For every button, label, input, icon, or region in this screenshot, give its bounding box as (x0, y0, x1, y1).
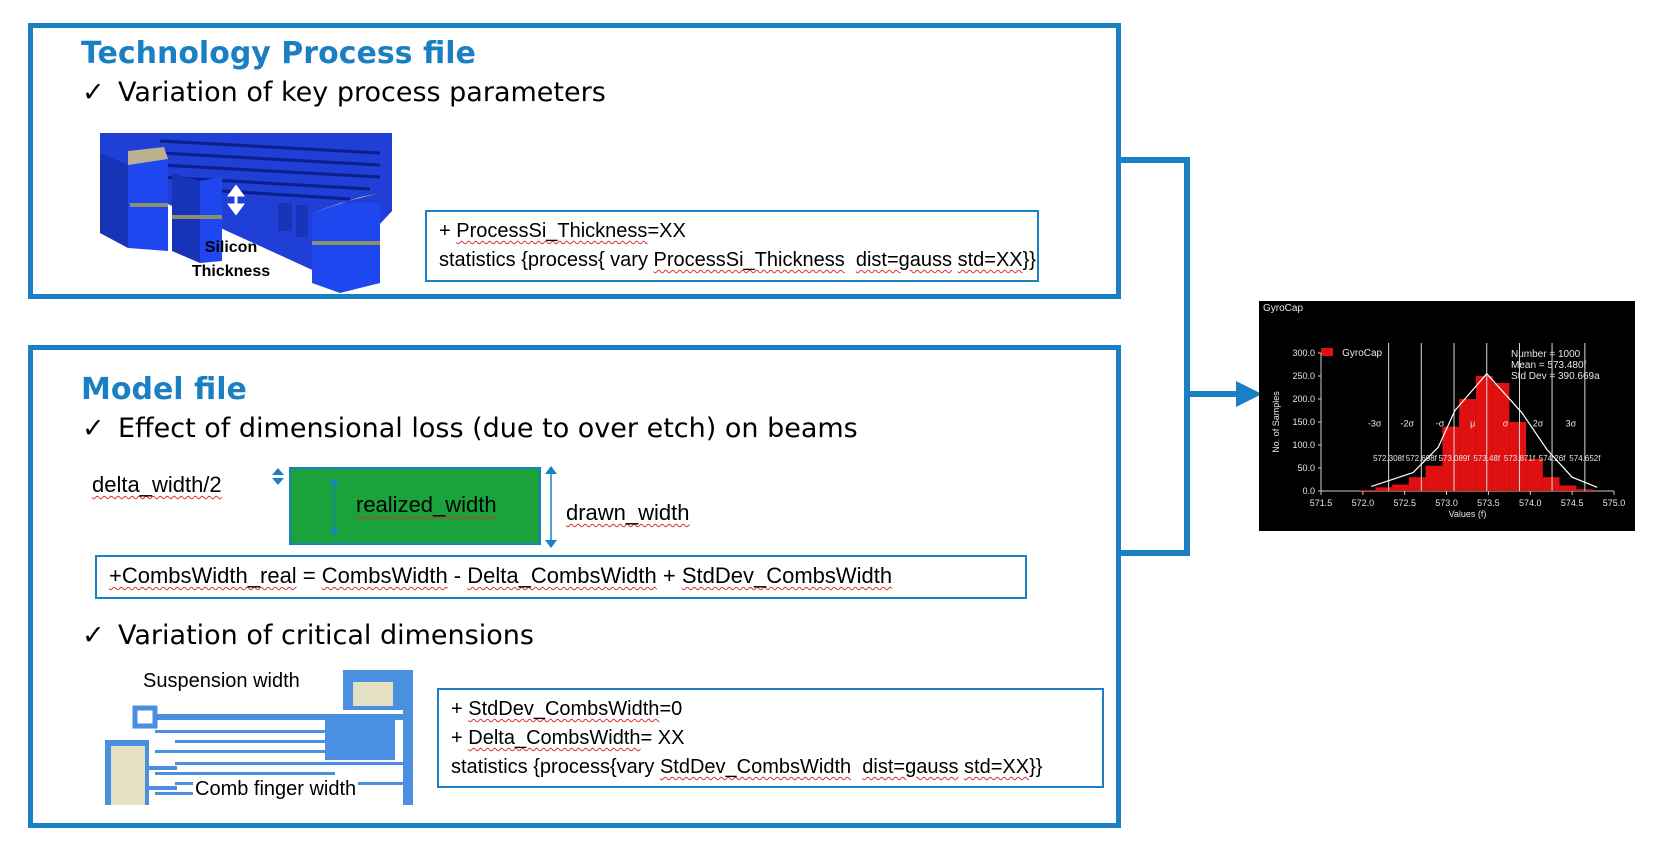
silicon-thickness-image (100, 133, 392, 293)
model-code-line1: + StdDev_CombsWidth=0 (451, 698, 683, 720)
stat-mean: Mean = 573.480f (1511, 360, 1587, 371)
process-param: ProcessSi_Thickness (456, 220, 648, 242)
sigma-value: 574.26f (1539, 454, 1566, 463)
histogram-bar (1475, 376, 1493, 491)
stat-stddev: Std Dev = 390.669a (1511, 371, 1600, 382)
histogram-bar (1358, 490, 1376, 491)
legend-swatch (1321, 347, 1333, 356)
sigma-label: -3σ (1368, 419, 1382, 429)
legend-label: GyroCap (1342, 348, 1383, 359)
y-tick-label: 150.0 (1292, 417, 1315, 427)
sigma-value: 572.698f (1406, 454, 1438, 463)
process-code-line1: + ProcessSi_Thickness=XX (439, 220, 686, 242)
x-tick-label: 574.0 (1519, 498, 1542, 508)
sigma-label: -σ (1436, 419, 1445, 429)
x-tick-label: 573.5 (1477, 498, 1500, 508)
histogram-bar (1559, 485, 1577, 491)
check-icon: ✓ (82, 413, 105, 444)
y-tick-label: 200.0 (1292, 394, 1315, 404)
realized-width-label: realized_width (356, 492, 497, 517)
gyrocap-histogram: GyroCap GyroCap Number = 1000 Mean = 573… (1259, 301, 1635, 531)
process-code-box: + ProcessSi_Thickness=XX statistics {pro… (425, 210, 1039, 282)
realized-width-arrow (329, 478, 339, 536)
histogram-bar (1459, 399, 1476, 491)
check-icon: ✓ (82, 77, 105, 108)
histogram-plot: 0.0 50.0 100.0 150.0 200.0 250.0 300.0 571.5 572… (1271, 343, 1626, 519)
process-bullet-text: Variation of key process parameters (118, 77, 606, 108)
sigma-label: 2σ (1533, 419, 1544, 429)
model-code-line3: statistics {process{vary StdDev_CombsWid… (451, 756, 1043, 778)
histogram-bar (1509, 422, 1527, 491)
histogram-bar (1542, 477, 1560, 491)
sigma-value: 572.308f (1373, 454, 1405, 463)
delta-width-label: delta_width/2 (92, 472, 222, 497)
realized-width-rect (289, 467, 541, 545)
histogram-bar (1442, 426, 1460, 491)
drawn-width-arrow (545, 466, 557, 548)
stat-number: Number = 1000 (1511, 349, 1581, 360)
fit-curve (1371, 372, 1598, 488)
delta-arrow (272, 468, 284, 485)
histogram-bar (1425, 465, 1443, 491)
sigma-value: 573.48f (1473, 454, 1500, 463)
formula-box: +CombsWidth_real = CombsWidth - Delta_Co… (95, 555, 1027, 599)
x-tick-label: 573.0 (1435, 498, 1458, 508)
histogram-bar (1392, 484, 1409, 491)
silicon-label-line2: Thickness (191, 263, 271, 280)
stats-box: Number = 1000 Mean = 573.480f Std Dev = … (1511, 349, 1600, 382)
y-tick-label: 100.0 (1292, 440, 1315, 450)
comb-finger-width-label: Comb finger width (193, 778, 359, 801)
model-bullet-2: ✓ Variation of critical dimensions (82, 620, 534, 651)
histogram-bar (1408, 477, 1426, 491)
drawn-width-label: drawn_width (566, 500, 690, 525)
silicon-label: Silicon Thickness (178, 236, 284, 284)
y-tick-label: 250.0 (1292, 371, 1315, 381)
sigma-label: 3σ (1566, 419, 1577, 429)
chart-title: GyroCap (1263, 303, 1304, 314)
sigma-value: 573.871f (1504, 454, 1536, 463)
sigma-value: 574.652f (1569, 454, 1601, 463)
check-icon: ✓ (82, 620, 105, 651)
silicon-label-line1: Silicon (204, 239, 258, 256)
y-tick-label: 50.0 (1297, 463, 1315, 473)
x-tick-label: 572.5 (1393, 498, 1416, 508)
model-bullet-1: ✓ Effect of dimensional loss (due to over… (82, 413, 858, 444)
model-bullet-1-text: Effect of dimensional loss (due to over … (118, 413, 858, 444)
x-axis-label: Values (f) (1449, 509, 1487, 519)
model-code-line2: + Delta_CombsWidth= XX (451, 727, 685, 749)
y-axis-label: No. of Samples (1271, 391, 1281, 453)
process-panel-title: Technology Process file (81, 36, 476, 71)
x-tick-label: 574.5 (1561, 498, 1584, 508)
model-code-box: + StdDev_CombsWidth=0 + Delta_CombsWidth… (437, 688, 1104, 788)
sigma-label: -2σ (1401, 419, 1415, 429)
histogram-bar (1492, 382, 1510, 491)
x-tick-label: 572.0 (1352, 498, 1375, 508)
y-tick-label: 0.0 (1302, 486, 1315, 496)
model-panel-title: Model file (81, 372, 247, 407)
x-tick-label: 575.0 (1603, 498, 1626, 508)
process-code-line2: statistics {process{ vary ProcessSi_Thic… (439, 249, 1036, 271)
histogram-bar (1526, 458, 1543, 491)
x-tick-label: 571.5 (1310, 498, 1333, 508)
sigma-label: σ (1503, 419, 1509, 429)
model-bullet-2-text: Variation of critical dimensions (118, 620, 534, 651)
histogram-bar (1375, 487, 1393, 491)
legend: GyroCap (1321, 341, 1382, 360)
sigma-label: μ (1470, 419, 1475, 429)
process-bullet: ✓ Variation of key process parameters (82, 77, 606, 108)
y-tick-label: 300.0 (1292, 348, 1315, 358)
sigma-value: 573.089f (1438, 454, 1470, 463)
suspension-width-label: Suspension width (143, 670, 300, 692)
